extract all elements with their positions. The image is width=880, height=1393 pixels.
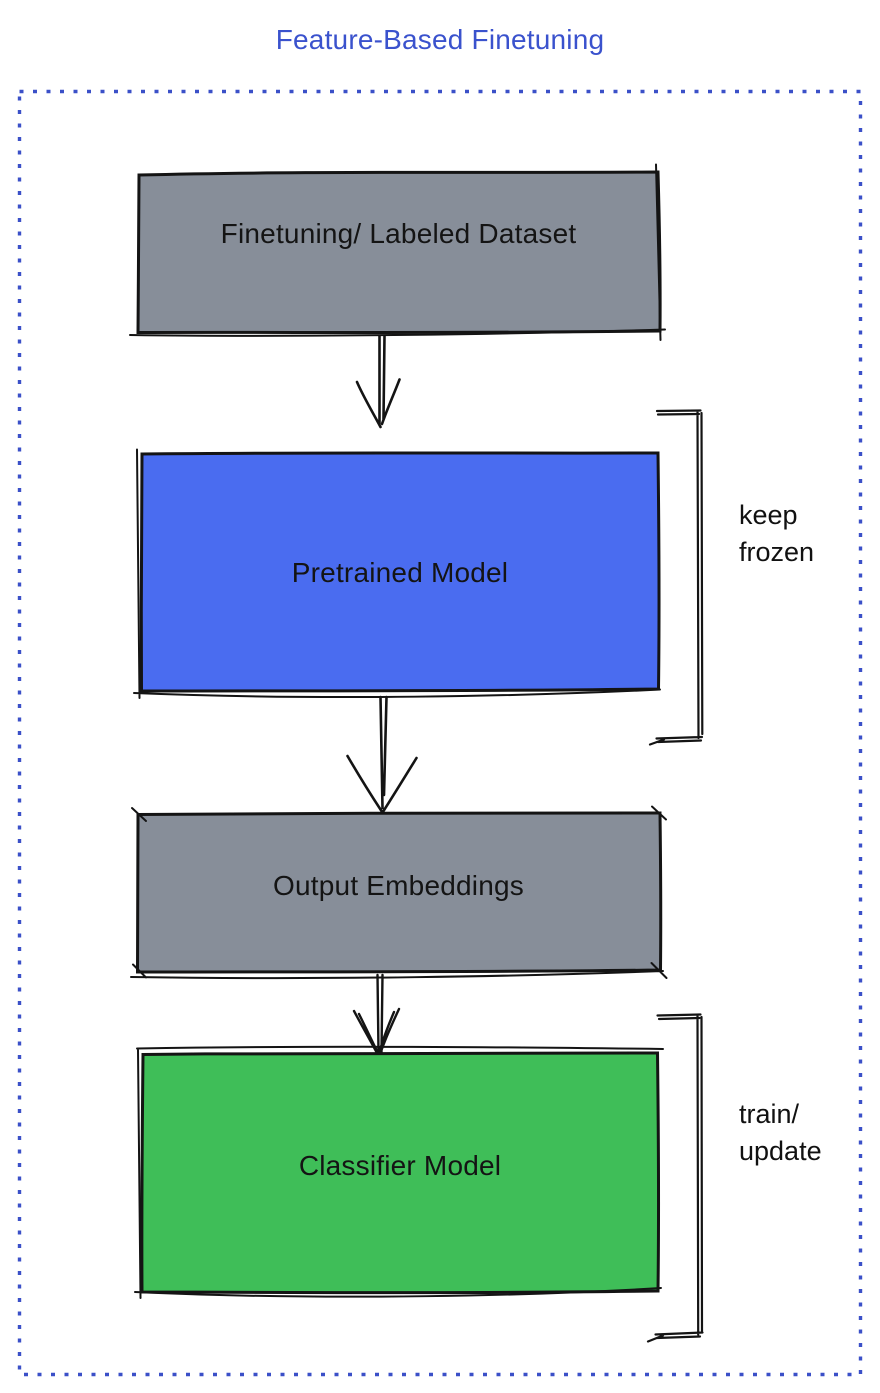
dotted-frame — [17, 89, 863, 1377]
dataset-box-sketch-strokes — [129, 163, 666, 341]
pretrained-box-sketch-strokes — [133, 448, 661, 699]
train-update-bracket — [646, 1013, 704, 1343]
keep-frozen-bracket — [648, 409, 704, 746]
train-update-line1: train/ — [739, 1099, 800, 1129]
pretrained-box-label: Pretrained Model — [291, 557, 509, 588]
arrow-dataset-to-pretrained — [355, 334, 401, 429]
embeddings-box-sketch-strokes — [130, 805, 668, 980]
classifier-box-label: Classifier Model — [298, 1150, 502, 1181]
keep-frozen-note: keep frozen — [739, 497, 814, 571]
diagram-title: Feature-Based Finetuning — [275, 24, 605, 55]
embeddings-box-shape — [135, 811, 663, 974]
arrow-embeddings-to-classifier — [352, 973, 401, 1056]
classifier-box-shape — [140, 1051, 661, 1295]
train-update-note: train/ update — [739, 1096, 822, 1170]
arrow-pretrained-to-embeddings — [346, 695, 418, 813]
keep-frozen-line2: frozen — [739, 537, 815, 567]
classifier-box-sketch-strokes — [134, 1045, 664, 1299]
dataset-box-label: Finetuning/ Labeled Dataset — [220, 218, 577, 249]
train-update-line2: update — [739, 1136, 822, 1166]
keep-frozen-line1: keep — [739, 500, 798, 530]
embeddings-box-label: Output Embeddings — [273, 870, 524, 901]
